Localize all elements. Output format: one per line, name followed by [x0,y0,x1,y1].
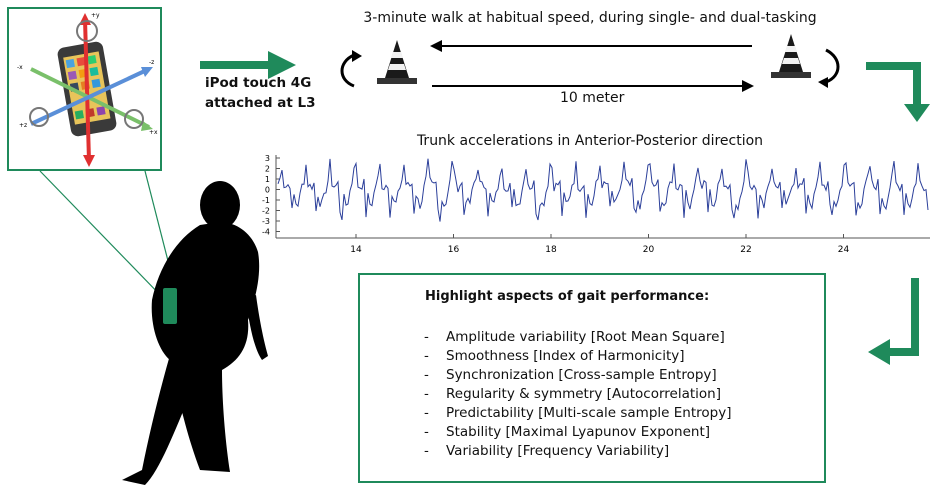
axis-label-plus-y: +y [91,12,100,19]
turn-arrow-left-head [352,50,362,62]
turn-arrow-left [340,53,355,88]
distance-label: 10 meter [560,90,625,106]
y-axis-arrow [83,18,91,162]
axis-label-plus-z: +z [19,122,27,129]
y-tick-group: 3 21 0-1 -2-3 -4 [262,154,280,237]
y-tick-label: -3 [262,217,270,226]
rotation-ring-top [76,20,98,42]
y-tick-label: 1 [265,175,270,184]
y-tick-label: 3 [265,154,270,163]
turn-arrow-right-head [818,77,828,88]
phone-axes-illustration: +y -x +z -z +x [17,12,158,167]
axis-label-plus-x: +x [149,129,158,136]
z-axis-arrowhead [141,67,153,77]
walk-arrow-forward-head [742,80,754,92]
y-tick-label: -2 [262,207,270,216]
aspects-list: -Amplitude variability [Root Mean Square… [424,328,731,461]
device-label-line2: attached at L3 [205,95,316,111]
x-tick-label: 20 [643,245,655,255]
y-tick-label: 0 [265,186,270,195]
signal-title: Trunk accelerations in Anterior-Posterio… [416,133,764,149]
z-axis-arrow [30,67,150,126]
turn-arrow-right [825,48,840,84]
y-tick-label: 2 [265,165,270,174]
signal-trace [277,158,929,222]
aspects-box [358,273,826,483]
phone-app-icons [65,55,106,120]
x-tick-label: 14 [350,245,362,255]
axis-label-minus-z: -z [149,59,154,66]
y-tick-label: -4 [262,228,270,237]
sensor-device [163,288,177,324]
aspect-item: -Amplitude variability [Root Mean Square… [424,329,725,345]
traffic-cone-left [377,40,417,84]
green-arrow-left [868,278,919,365]
green-arrow-right [200,51,296,79]
x-axis-arrowhead [141,121,153,131]
aspect-item: -Synchronization [Cross-sample Entropy] [424,367,717,383]
walk-title: 3-minute walk at habitual speed, during … [363,10,817,26]
x-tick-label: 22 [740,245,751,255]
device-label: iPod touch 4G attached at L3 [205,73,345,113]
y-axis-arrowhead-bottom [83,155,95,167]
aspect-item: -Smoothness [Index of Harmonicity] [424,348,685,364]
axis-label-minus-x: -x [17,64,23,71]
x-tick-label: 18 [545,245,557,255]
rotation-ring-left [29,107,49,127]
x-tick-group: 14 16 18 20 22 24 [350,234,849,255]
x-tick-label: 24 [838,245,850,255]
aspects-heading: Highlight aspects of gait performance: [425,289,710,304]
aspect-item: -Regularity & symmetry [Autocorrelation] [424,386,721,402]
aspect-item: -Predictability [Multi-scale sample Entr… [424,405,732,421]
walking-person-silhouette [122,181,268,485]
aspect-item: -Stability [Maximal Lyapunov Exponent] [424,424,711,440]
signal-plot: 3 21 0-1 -2-3 -4 14 16 18 20 22 24 [262,154,930,255]
aspect-item: -Variability [Frequency Variability] [424,443,670,459]
traffic-cone-right [771,34,811,78]
y-tick-label: -1 [262,196,270,205]
x-tick-label: 16 [448,245,460,255]
connector-line-left [39,170,166,301]
walk-arrow-back-head [430,40,442,52]
rotation-ring-right [124,109,144,129]
green-arrow-down-right [866,62,930,122]
device-label-line1: iPod touch 4G [205,75,312,91]
phone-illustration-frame: +y -x +z -z +x [7,7,162,171]
